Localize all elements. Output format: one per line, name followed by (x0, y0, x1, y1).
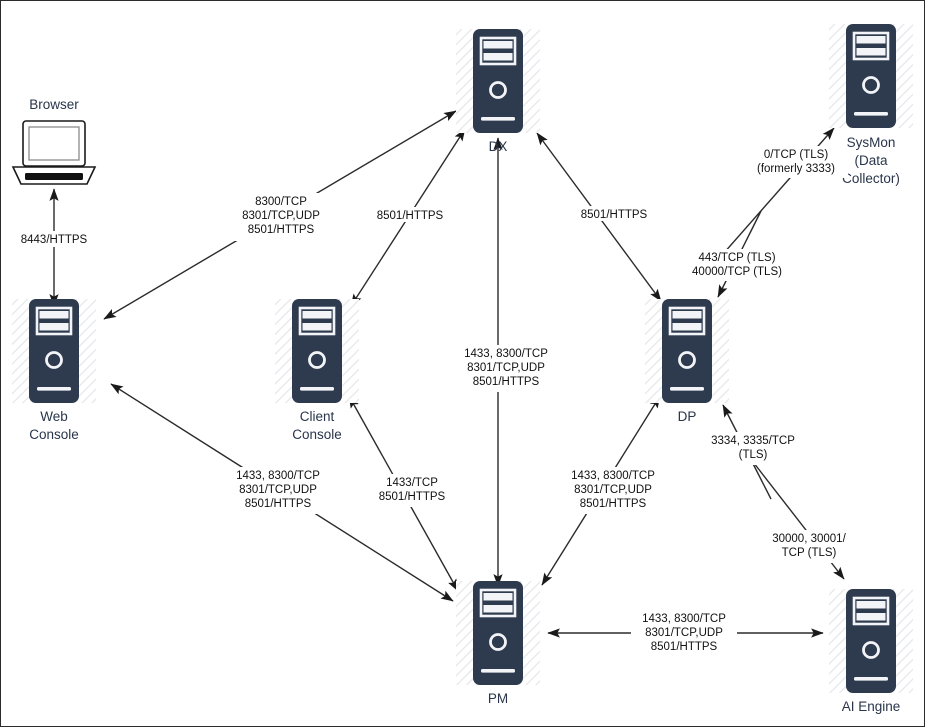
edge-labels-layer: 8443/HTTPS 8300/TCP 8301/TCP,UDP 8501/HT… (11, 146, 860, 657)
svg-text:8501/HTTPS: 8501/HTTPS (245, 498, 312, 510)
edge-label-browser-webconsole: 8443/HTTPS (11, 231, 97, 247)
edge-label-dp-aiengine-down: 30000, 30001/ TCP (TLS) (758, 530, 860, 563)
svg-text:1433, 8300/TCP: 1433, 8300/TCP (571, 470, 655, 482)
node-label-sysmon-line1: SysMon (847, 135, 896, 150)
node-label-web-console-line1: Web (40, 409, 68, 424)
svg-text:8501/HTTPS: 8501/HTTPS (651, 641, 718, 653)
svg-text:(TLS): (TLS) (739, 449, 768, 461)
node-label-sysmon-line3: Collector) (842, 171, 900, 186)
svg-text:8501/HTTPS: 8501/HTTPS (377, 210, 444, 222)
svg-text:1433, 8300/TCP: 1433, 8300/TCP (464, 348, 548, 360)
node-label-dx: DX (489, 139, 508, 154)
node-label-sysmon-line2: (Data (854, 153, 888, 168)
node-label-web-console-line2: Console (29, 427, 79, 442)
edge-label-dp-aiengine-up: 3334, 3335/TCP (TLS) (700, 432, 806, 465)
svg-text:8443/HTTPS: 8443/HTTPS (21, 234, 88, 246)
svg-text:8501/HTTPS: 8501/HTTPS (248, 224, 315, 236)
svg-text:8501/HTTPS: 8501/HTTPS (379, 491, 446, 503)
svg-text:8301/TCP,UDP: 8301/TCP,UDP (645, 627, 723, 639)
svg-text:8501/HTTPS: 8501/HTTPS (473, 376, 540, 388)
svg-text:1433, 8300/TCP: 1433, 8300/TCP (236, 470, 320, 482)
edge-label-sysmon-dp-up: 0/TCP (TLS) (formerly 3333) (744, 146, 848, 178)
svg-text:8301/TCP,UDP: 8301/TCP,UDP (239, 484, 317, 496)
svg-text:3334, 3335/TCP: 3334, 3335/TCP (711, 435, 795, 447)
server-tower-icon (846, 24, 896, 128)
node-client-console[interactable]: Client Console (275, 299, 359, 442)
svg-text:TCP (TLS): TCP (TLS) (782, 547, 837, 559)
edge-label-pm-aiengine: 1433, 8300/TCP 8301/TCP,UDP 8501/HTTPS (631, 610, 737, 657)
server-tower-icon (662, 299, 712, 403)
node-label-browser: Browser (29, 97, 79, 112)
node-label-dp: DP (678, 409, 697, 424)
edge-label-dx-pm: 1433, 8300/TCP 8301/TCP,UDP 8501/HTTPS (453, 345, 559, 392)
node-dp[interactable]: DP (645, 299, 729, 424)
svg-text:8301/TCP,UDP: 8301/TCP,UDP (574, 484, 652, 496)
node-label-client-console-line2: Console (292, 427, 342, 442)
node-label-pm: PM (488, 691, 508, 706)
edge-label-webconsole-pm: 1433, 8300/TCP 8301/TCP,UDP 8501/HTTPS (225, 467, 331, 514)
svg-text:(formerly 3333): (formerly 3333) (757, 163, 835, 175)
node-label-client-console-line1: Client (300, 409, 335, 424)
server-tower-icon (473, 581, 523, 685)
server-tower-icon (473, 29, 523, 133)
svg-text:1433, 8300/TCP: 1433, 8300/TCP (642, 613, 726, 625)
edge-label-dp-pm: 1433, 8300/TCP 8301/TCP,UDP 8501/HTTPS (560, 467, 666, 514)
svg-text:443/TCP (TLS): 443/TCP (TLS) (698, 252, 775, 264)
laptop-icon (11, 120, 97, 185)
svg-text:8300/TCP: 8300/TCP (255, 196, 307, 208)
svg-text:8301/TCP,UDP: 8301/TCP,UDP (242, 210, 320, 222)
edge-label-clientconsole-dx: 8501/HTTPS (369, 207, 451, 222)
node-dx[interactable]: DX (456, 29, 540, 154)
edge-label-clientconsole-pm: 1433/TCP 8501/HTTPS (370, 474, 454, 507)
node-pm[interactable]: PM (456, 581, 540, 706)
edge-label-webconsole-dx: 8300/TCP 8301/TCP,UDP 8501/HTTPS (230, 193, 332, 241)
svg-text:30000, 30001/: 30000, 30001/ (772, 533, 846, 545)
svg-text:0/TCP (TLS): 0/TCP (TLS) (764, 149, 828, 161)
node-label-ai-engine: AI Engine (842, 699, 901, 714)
svg-text:8501/HTTPS: 8501/HTTPS (581, 209, 648, 221)
node-web-console[interactable]: Web Console (12, 299, 96, 442)
svg-text:8301/TCP,UDP: 8301/TCP,UDP (467, 362, 545, 374)
edge-label-dx-dp: 8501/HTTPS (573, 206, 655, 221)
svg-text:8501/HTTPS: 8501/HTTPS (580, 498, 647, 510)
node-browser[interactable]: Browser (11, 97, 97, 185)
node-ai-engine[interactable]: AI Engine (829, 589, 913, 714)
server-tower-icon (29, 299, 79, 403)
server-tower-icon (292, 299, 342, 403)
svg-text:1433/TCP: 1433/TCP (386, 477, 438, 489)
edge-label-sysmon-dp-down: 443/TCP (TLS) 40000/TCP (TLS) (681, 249, 793, 281)
server-tower-icon (846, 589, 896, 693)
node-sysmon[interactable]: SysMon (Data Collector) (829, 24, 913, 186)
svg-text:40000/TCP (TLS): 40000/TCP (TLS) (692, 266, 782, 278)
